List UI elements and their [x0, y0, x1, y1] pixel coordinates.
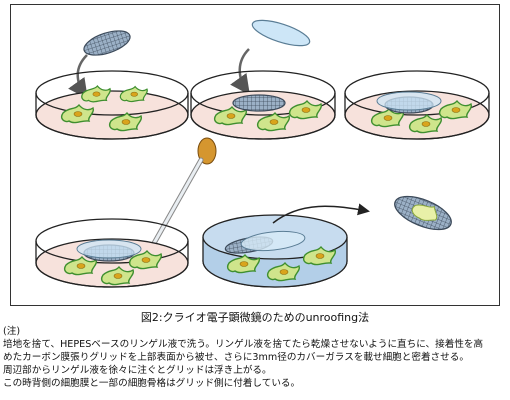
figure-caption: 図2:クライオ電子顕微鏡のためのunroofing法	[140, 311, 370, 324]
panel-1	[35, 30, 189, 140]
petri-dish-icon	[35, 218, 189, 288]
petri-dish-icon	[35, 70, 189, 140]
grid-icon	[83, 30, 131, 56]
figure-frame	[10, 4, 500, 306]
notes-line: この時背側の細胞膜と一部の細胞骨格はグリッド側に付着している。	[3, 378, 301, 389]
panel-3	[344, 70, 490, 140]
membrane-icon	[411, 204, 438, 221]
arrow-icon	[272, 203, 370, 224]
panel-2	[190, 19, 336, 140]
unroofing-diagram	[35, 19, 490, 288]
notes-line: 周辺部からリンゲル液を徐々に注ぐとグリッドは浮き上がる。	[3, 365, 272, 376]
panel-5	[202, 203, 370, 288]
notes-line: めたカーボン膜張りグリッドを上部表面から被せ、さらに3mm径のカバーガラスを載せ…	[3, 352, 469, 363]
arrow-icon	[230, 48, 250, 96]
cell-icon	[119, 86, 148, 103]
coverslip-icon	[251, 19, 311, 47]
cell-icon	[81, 85, 111, 103]
notes-line: 培地を捨て、HEPESベースのリンゲル液で洗う。リンゲル液を捨てたら乾燥させない…	[3, 339, 484, 350]
coverslip-icon	[376, 91, 442, 111]
panel-4	[35, 137, 217, 288]
coverslip-icon	[76, 239, 142, 259]
grid-icon	[232, 94, 286, 112]
panel-6	[394, 195, 452, 231]
pipette-icon	[150, 137, 217, 248]
notes-heading: (注)	[3, 326, 21, 337]
arrow-icon	[68, 54, 88, 100]
coverslip-icon	[240, 230, 306, 252]
petri-dish-icon	[190, 70, 336, 140]
notes-block: (注) 培地を捨て、HEPESベースのリンゲル液で洗う。リンゲル液を捨てたら乾燥…	[3, 325, 507, 390]
